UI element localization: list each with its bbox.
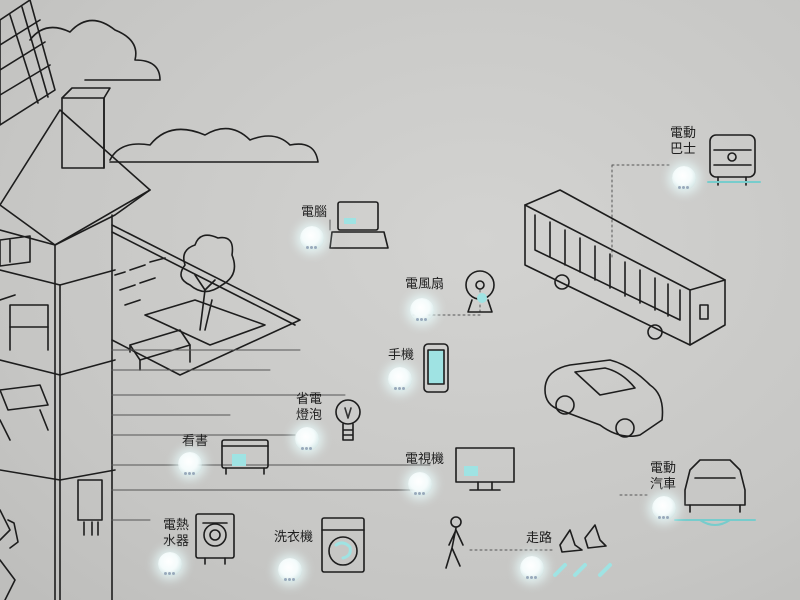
touch-button-walking[interactable]: [520, 556, 544, 580]
walking-person-icon: [445, 516, 464, 569]
phone-icon: [423, 343, 449, 393]
label-walking: 走路: [526, 531, 553, 546]
laptop-icon: [329, 201, 389, 249]
solar-panel-icon: [0, 0, 56, 126]
button-indicator-icon: [306, 234, 318, 249]
button-indicator-icon: [658, 504, 670, 519]
touch-button-electric-bus[interactable]: [672, 166, 696, 190]
car-icon: [544, 359, 664, 438]
label-electric-car-line2: 汽車: [650, 477, 677, 492]
label-electric-bus-line2: 巴士: [670, 142, 697, 157]
touch-button-phone[interactable]: [388, 367, 412, 391]
walking-shoes-icon: [553, 524, 612, 577]
button-indicator-icon: [394, 375, 406, 390]
tree-icon: [180, 234, 236, 331]
button-indicator-icon: [164, 560, 176, 575]
label-electric-bus-line1: 電動: [670, 126, 697, 141]
reading-book-icon: [221, 439, 269, 475]
button-indicator-icon: [284, 566, 296, 581]
label-water-heater: 電熱 水器: [163, 518, 189, 550]
electric-car-icon: [674, 459, 756, 526]
fence-icon: [114, 257, 166, 306]
bus-small-icon: [707, 134, 761, 186]
touch-button-electric-fan[interactable]: [410, 298, 434, 322]
label-water-heater-line1: 電熱: [163, 518, 190, 533]
label-computer: 電腦: [301, 205, 328, 220]
label-energy-bulb-line2: 燈泡: [296, 408, 323, 423]
button-indicator-icon: [414, 480, 426, 495]
touch-button-energy-bulb[interactable]: [295, 427, 319, 451]
label-washing-machine: 洗衣機: [274, 530, 314, 545]
bus-icon: [524, 189, 726, 346]
touch-button-washing-machine[interactable]: [278, 558, 302, 582]
touch-button-electric-car[interactable]: [652, 496, 676, 520]
touch-button-water-heater[interactable]: [158, 552, 182, 576]
button-indicator-icon: [184, 460, 196, 475]
label-electric-car: 電動 汽車: [650, 461, 676, 493]
tv-icon: [455, 447, 515, 491]
house-floors: [0, 235, 116, 600]
label-water-heater-line2: 水器: [163, 534, 190, 549]
connector-lines: [111, 164, 671, 551]
touch-button-computer[interactable]: [300, 226, 324, 250]
house-roof: [0, 109, 151, 600]
chimney-icon: [61, 87, 111, 169]
label-electric-fan: 電風扇: [405, 277, 445, 292]
label-energy-bulb-line1: 省電: [296, 392, 323, 407]
touch-button-television[interactable]: [408, 472, 432, 496]
button-indicator-icon: [526, 564, 538, 579]
label-phone: 手機: [388, 348, 415, 363]
washing-machine-icon: [321, 517, 365, 573]
label-energy-bulb: 省電 燈泡: [296, 392, 322, 424]
cloud-upper: [29, 19, 161, 81]
label-electric-car-line1: 電動: [650, 461, 677, 476]
cloud-lower: [109, 127, 319, 163]
label-reading: 看書: [182, 434, 209, 449]
button-indicator-icon: [416, 306, 428, 321]
garden-platform: [111, 224, 301, 376]
button-indicator-icon: [301, 435, 313, 450]
touch-button-reading[interactable]: [178, 452, 202, 476]
fan-icon: [465, 270, 495, 313]
label-electric-bus: 電動 巴士: [670, 126, 696, 158]
button-indicator-icon: [678, 174, 690, 189]
lightbulb-icon: [335, 399, 361, 441]
water-heater-icon: [195, 513, 235, 565]
label-television: 電視機: [405, 452, 445, 467]
